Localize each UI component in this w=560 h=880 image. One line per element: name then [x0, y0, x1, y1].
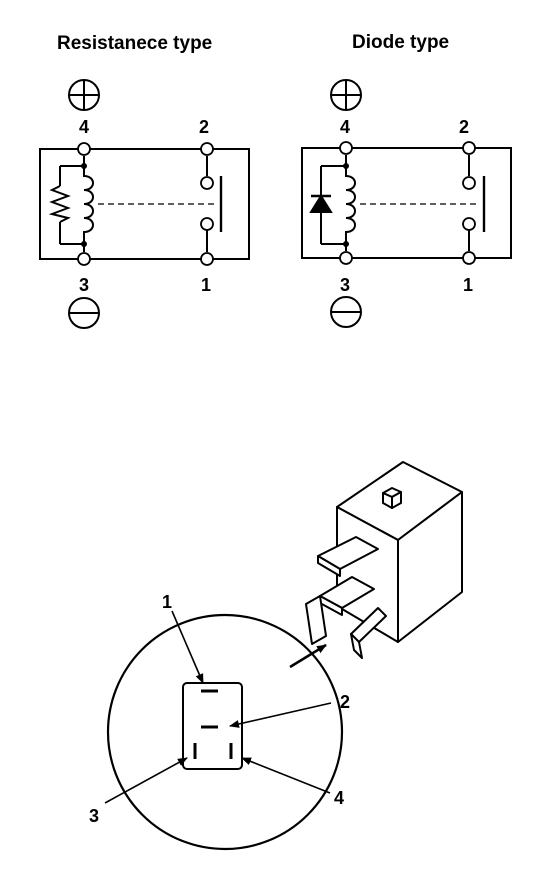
diode-type-title: Diode type — [352, 32, 450, 53]
resistance-pin-1-label: 1 — [201, 275, 212, 295]
minus-terminal-icon — [68, 297, 100, 329]
plus-terminal-icon — [68, 79, 100, 111]
resistance-type-schematic — [39, 79, 250, 329]
diode-type-schematic — [301, 79, 512, 328]
diode-pin-4-label: 4 — [340, 117, 351, 137]
plus-terminal-icon — [330, 79, 362, 111]
resistance-pin-3-label: 3 — [79, 275, 90, 295]
connector-callout-4: 4 — [334, 788, 345, 808]
minus-terminal-icon — [330, 296, 362, 328]
resistance-type-title: Resistanece type — [57, 33, 213, 54]
resistance-pin-2-label: 2 — [199, 117, 210, 137]
relay-body-icon — [305, 461, 463, 659]
arrow-icon — [289, 643, 327, 669]
connector-face-view — [106, 613, 344, 851]
resistance-pin-4-label: 4 — [79, 117, 90, 137]
connector-callout-2: 2 — [340, 692, 351, 712]
diode-pin-3-label: 3 — [340, 275, 351, 295]
connector-callout-1: 1 — [162, 592, 173, 612]
diode-pin-2-label: 2 — [459, 117, 470, 137]
connector-callout-3: 3 — [89, 806, 100, 826]
diode-pin-1-label: 1 — [463, 275, 474, 295]
